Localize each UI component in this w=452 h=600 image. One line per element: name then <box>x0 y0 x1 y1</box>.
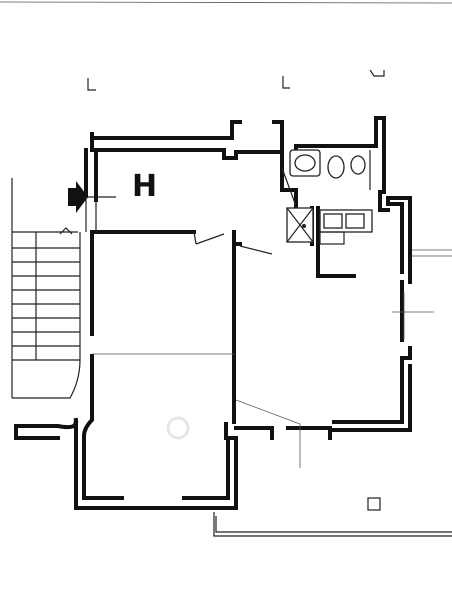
doors <box>85 167 297 255</box>
room-label: H <box>132 169 157 204</box>
shower <box>286 207 314 243</box>
corner-marks <box>87 69 385 91</box>
terrace-outline <box>213 497 452 537</box>
bathroom-fixtures <box>289 149 371 190</box>
entrance-arrow-icon <box>68 181 116 213</box>
wall-marker <box>14 428 18 436</box>
staircase <box>11 178 81 399</box>
walls <box>14 116 412 510</box>
scan-edge-line <box>0 1 452 4</box>
kitchen-counter <box>319 209 373 245</box>
partition-lines <box>92 249 452 468</box>
watermark <box>166 416 190 440</box>
